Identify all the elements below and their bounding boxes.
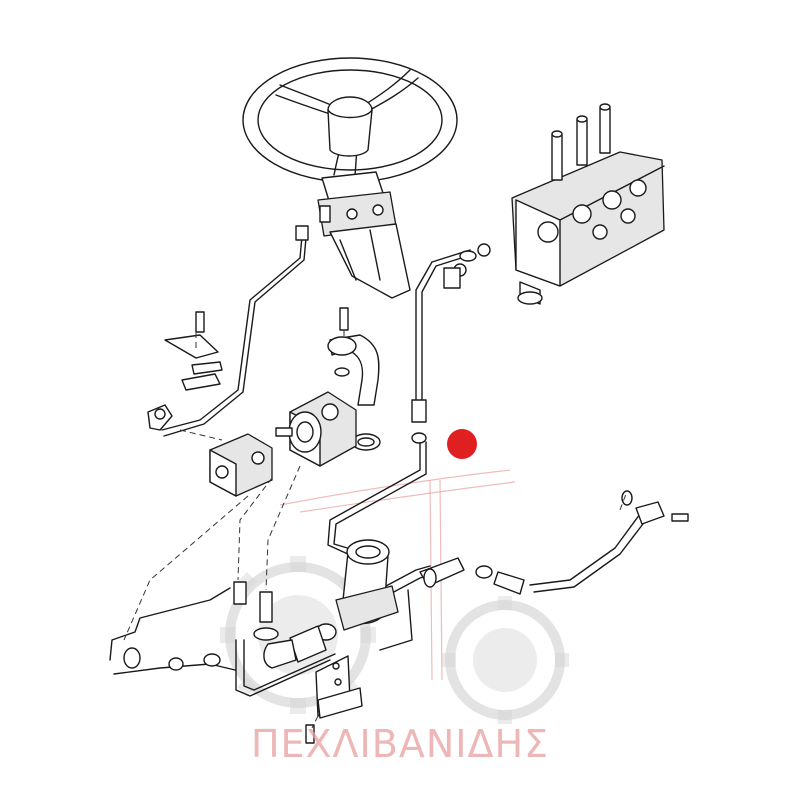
callout-marker[interactable]: [447, 429, 477, 459]
control-valve: [511, 103, 665, 305]
oil-filter: [233, 539, 399, 641]
hoses: [123, 501, 665, 671]
valve-levers: [551, 103, 611, 181]
assembly-guide-lines: [123, 330, 627, 729]
mounting-bracket: [315, 655, 363, 719]
watermark-text: ΠΕΧΛΙΒΑΝΙΔΗΣ: [250, 722, 550, 766]
watermark-gear-right: [442, 596, 569, 724]
suction-elbow: [327, 334, 381, 451]
hydraulic-pump: [147, 391, 357, 497]
steering-wheel: [242, 57, 458, 183]
steering-column: [317, 171, 411, 299]
hydraulic-lines: [109, 225, 647, 697]
fasteners: [164, 243, 689, 744]
